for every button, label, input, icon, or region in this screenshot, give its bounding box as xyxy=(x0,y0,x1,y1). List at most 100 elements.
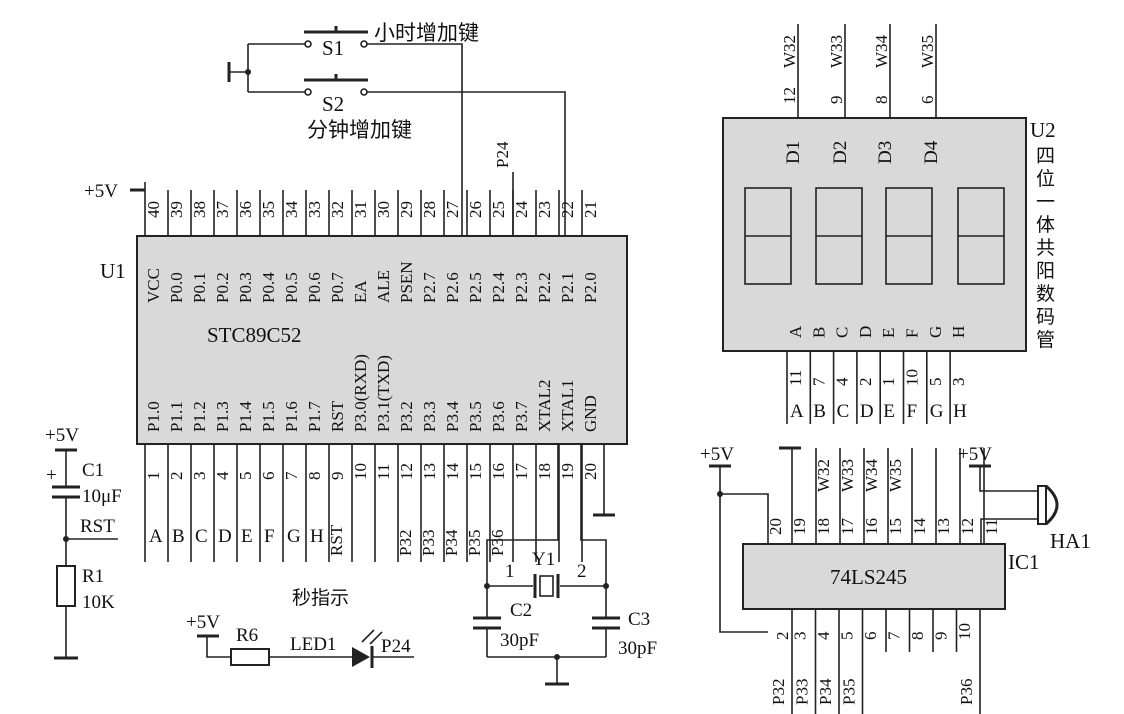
u1-top-pin-name: P2.1 xyxy=(558,272,577,303)
u1-bottom-pin-number: 2 xyxy=(167,472,186,481)
u2-seg-name: C xyxy=(833,327,852,338)
u2-net-label: W35 xyxy=(918,35,937,68)
u1-bottom-pin-name: P1.0 xyxy=(144,401,163,432)
u2-seg-name: F xyxy=(903,329,922,338)
u1-top-pin-number: 38 xyxy=(190,201,209,218)
u1-bottom-pin-name: P3.2 xyxy=(397,401,416,432)
u1-top-pin-number: 21 xyxy=(581,201,600,218)
u1-bottom-pin-name: GND xyxy=(581,395,600,432)
u1-top-pin-number: 34 xyxy=(282,201,301,219)
s2-contact-left xyxy=(304,88,312,96)
c2-ref: C2 xyxy=(510,600,532,621)
u1-net-label: B xyxy=(172,526,185,547)
ic1-top-pin-number: 11 xyxy=(982,519,1001,535)
ic1-body xyxy=(742,543,1006,610)
u2-seg-net: G xyxy=(930,401,944,422)
u2-pin-number: 6 xyxy=(918,96,937,105)
u1-top-pin-name: P0.2 xyxy=(213,272,232,303)
u1-bottom-pin-number: 19 xyxy=(558,463,577,480)
u2-seg-net: C xyxy=(837,401,850,422)
buzzer-plus-wire xyxy=(979,466,1038,492)
u1-top-pin-number: 32 xyxy=(328,201,347,218)
s1-contact-right xyxy=(360,40,368,48)
ic1-ref: IC1 xyxy=(1008,550,1040,574)
s1-wire xyxy=(367,43,463,236)
ic1-bottom-net: P34 xyxy=(816,678,835,705)
u1-bottom-pin-name: P3.7 xyxy=(512,401,531,432)
ic1-bottom-pin-number: 7 xyxy=(885,631,904,640)
u1-bottom-pin-name: P1.7 xyxy=(305,401,324,432)
u2-seg-name: A xyxy=(786,325,805,338)
ic1-power-left-wire xyxy=(719,466,768,633)
buzzer-body xyxy=(1037,485,1047,525)
ic1-pin20-wire xyxy=(720,493,769,544)
ic1-power-left-label: +5V xyxy=(700,444,734,465)
u1-top-pin-number: 33 xyxy=(305,201,324,218)
s1-contact-left xyxy=(304,40,312,48)
u1-top-pin-number: 24 xyxy=(512,201,531,219)
ic1-top-net: W32 xyxy=(814,459,833,492)
u1-net-label: P32 xyxy=(396,530,415,556)
u1-bottom-pin-name: P1.4 xyxy=(236,401,255,432)
u2-seg-number: 1 xyxy=(879,378,898,387)
ic1-bottom-pin-number: 3 xyxy=(791,632,810,641)
s1-ref: S1 xyxy=(322,36,344,60)
u1-top-pin-number: 30 xyxy=(374,201,393,218)
u1-bottom-pin-number: 12 xyxy=(397,463,416,480)
ic1-bottom-pin-number: 4 xyxy=(814,631,833,640)
ic1-bottom-net: P33 xyxy=(793,679,812,705)
ic1-top-net: W35 xyxy=(886,459,905,492)
u2-seg-net: B xyxy=(813,401,826,422)
ic1-top-pin-number: 16 xyxy=(862,518,881,535)
u1-top-pin-name: VCC xyxy=(144,268,163,303)
u2-digit-label: D1 xyxy=(783,141,804,164)
led-circuit: 秒指示 +5V R6 LED1 P24 xyxy=(186,587,414,668)
u1-net-label: P33 xyxy=(419,530,438,556)
r1-value: 10K xyxy=(82,592,115,613)
u1-top-pins: 40VCC39P0.038P0.137P0.236P0.335P0.434P0.… xyxy=(144,190,600,303)
u1-bottom-pin-name: P1.2 xyxy=(190,401,209,432)
s2-contact-right xyxy=(360,88,368,96)
u2-net-label: W32 xyxy=(780,35,799,68)
u1-top-pin-number: 31 xyxy=(351,201,370,218)
y1-pin1: 1 xyxy=(505,561,515,582)
s2-description: 分钟增加键 xyxy=(307,118,412,142)
ic1-top-pin-number: 20 xyxy=(766,518,785,535)
u1-top-pin-name: PSEN xyxy=(397,261,416,303)
led-power-label: +5V xyxy=(186,612,220,633)
u2-seg-name: E xyxy=(879,328,898,338)
u1-power-label: +5V xyxy=(84,181,118,202)
u1-bottom-pin-number: 6 xyxy=(259,472,278,481)
u1-top-pin-number: 37 xyxy=(213,201,232,219)
u1-bottom-pin-name: P3.5 xyxy=(466,401,485,432)
u1-top-pin-number: 27 xyxy=(443,201,462,219)
buzzer-minus-wire xyxy=(980,518,1038,544)
u2-description-text: 四位一体共阳数码管 xyxy=(1036,146,1055,351)
u1-top-pin-number: 39 xyxy=(167,201,186,218)
u1-bottom-pin-number: 16 xyxy=(489,463,508,480)
r1-ref: R1 xyxy=(82,566,104,587)
u1-top-pin-name: P0.7 xyxy=(328,272,347,303)
u1-bottom-pin-number: 13 xyxy=(420,463,439,480)
buzzer-cone xyxy=(1044,484,1059,526)
ic1-power-right-label: +5V xyxy=(958,444,992,465)
c1-ref: C1 xyxy=(82,460,104,481)
u1-bottom-pin-name: P1.5 xyxy=(259,401,278,432)
u1-top-pin-name: P0.3 xyxy=(236,272,255,303)
u1-bottom-pin-number: 15 xyxy=(466,463,485,480)
u1-top-pin-name: P2.7 xyxy=(420,272,439,303)
u1-top-pin-name: P2.5 xyxy=(466,272,485,303)
u2-seg-number: 5 xyxy=(926,378,945,387)
r6-body xyxy=(230,648,270,666)
reset-power-label: +5V xyxy=(45,425,79,446)
led-net-label: P24 xyxy=(381,636,411,657)
u1-top-pin-name: P2.0 xyxy=(581,272,600,303)
u1-bottom-pin-number: 3 xyxy=(190,472,209,481)
ic1-bottom-pin-number: 8 xyxy=(908,632,927,641)
ic1-top-pin-number: 17 xyxy=(838,518,857,536)
r1-body xyxy=(56,565,76,607)
